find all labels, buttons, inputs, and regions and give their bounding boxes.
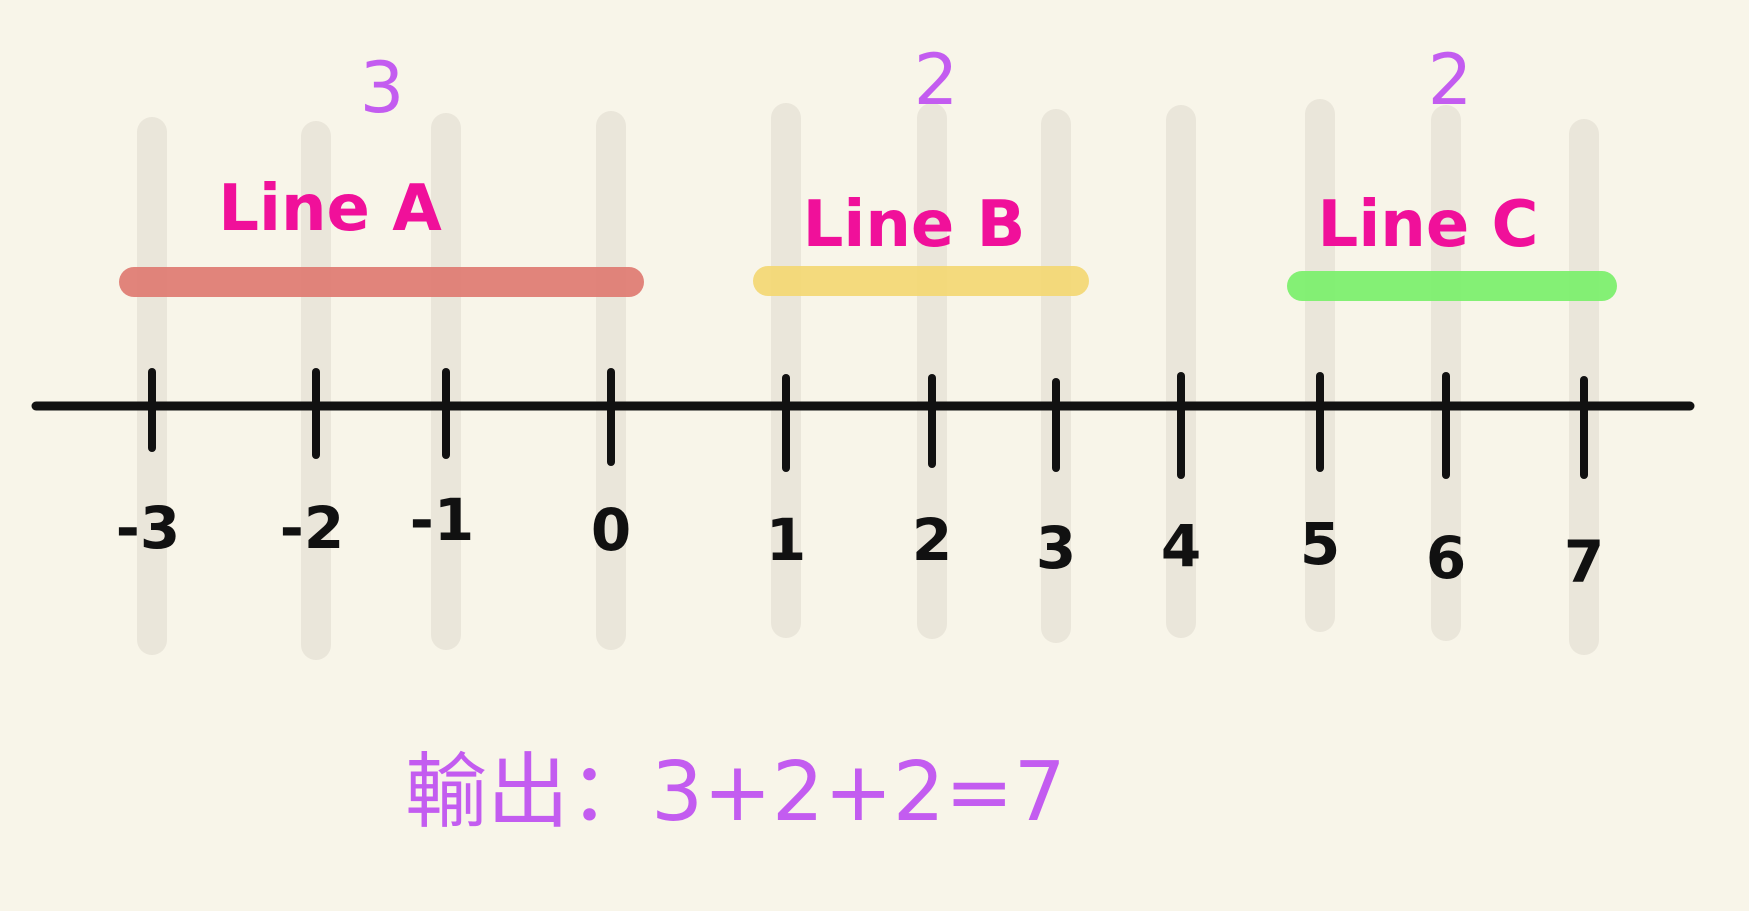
tick-label--3: -3 — [116, 494, 180, 562]
tick-label-0: 0 — [591, 496, 631, 564]
segment-labels: Line A Line B Line C — [218, 172, 1538, 262]
axis-ticks — [148, 368, 1588, 479]
segment-count-1: 3 — [360, 47, 405, 129]
tick-label--1: -1 — [410, 486, 474, 554]
segment-label-2: Line B — [803, 188, 1026, 262]
segment-count-2: 2 — [914, 39, 959, 121]
tick-label-3: 3 — [1036, 514, 1076, 582]
tick-label--2: -2 — [280, 494, 344, 562]
tick-label-5: 5 — [1300, 510, 1340, 578]
output-equation: 輸出：3+2+2=7 — [405, 745, 1066, 840]
segment-bars — [119, 266, 1617, 301]
axis-tick-labels: -3 -2 -1 0 1 2 3 4 5 6 7 — [116, 486, 1604, 596]
segment-count-3: 2 — [1428, 39, 1473, 121]
guide-stripes — [137, 99, 1599, 660]
tick-label-7: 7 — [1564, 528, 1604, 596]
segment-count-labels: 3 2 2 — [360, 39, 1473, 129]
tick-label-4: 4 — [1161, 512, 1201, 580]
tick-label-1: 1 — [766, 506, 806, 574]
tick-label-6: 6 — [1426, 524, 1466, 592]
tick-label-2: 2 — [912, 506, 952, 574]
segment-label-3: Line C — [1318, 188, 1539, 262]
segment-label-1: Line A — [218, 172, 442, 246]
